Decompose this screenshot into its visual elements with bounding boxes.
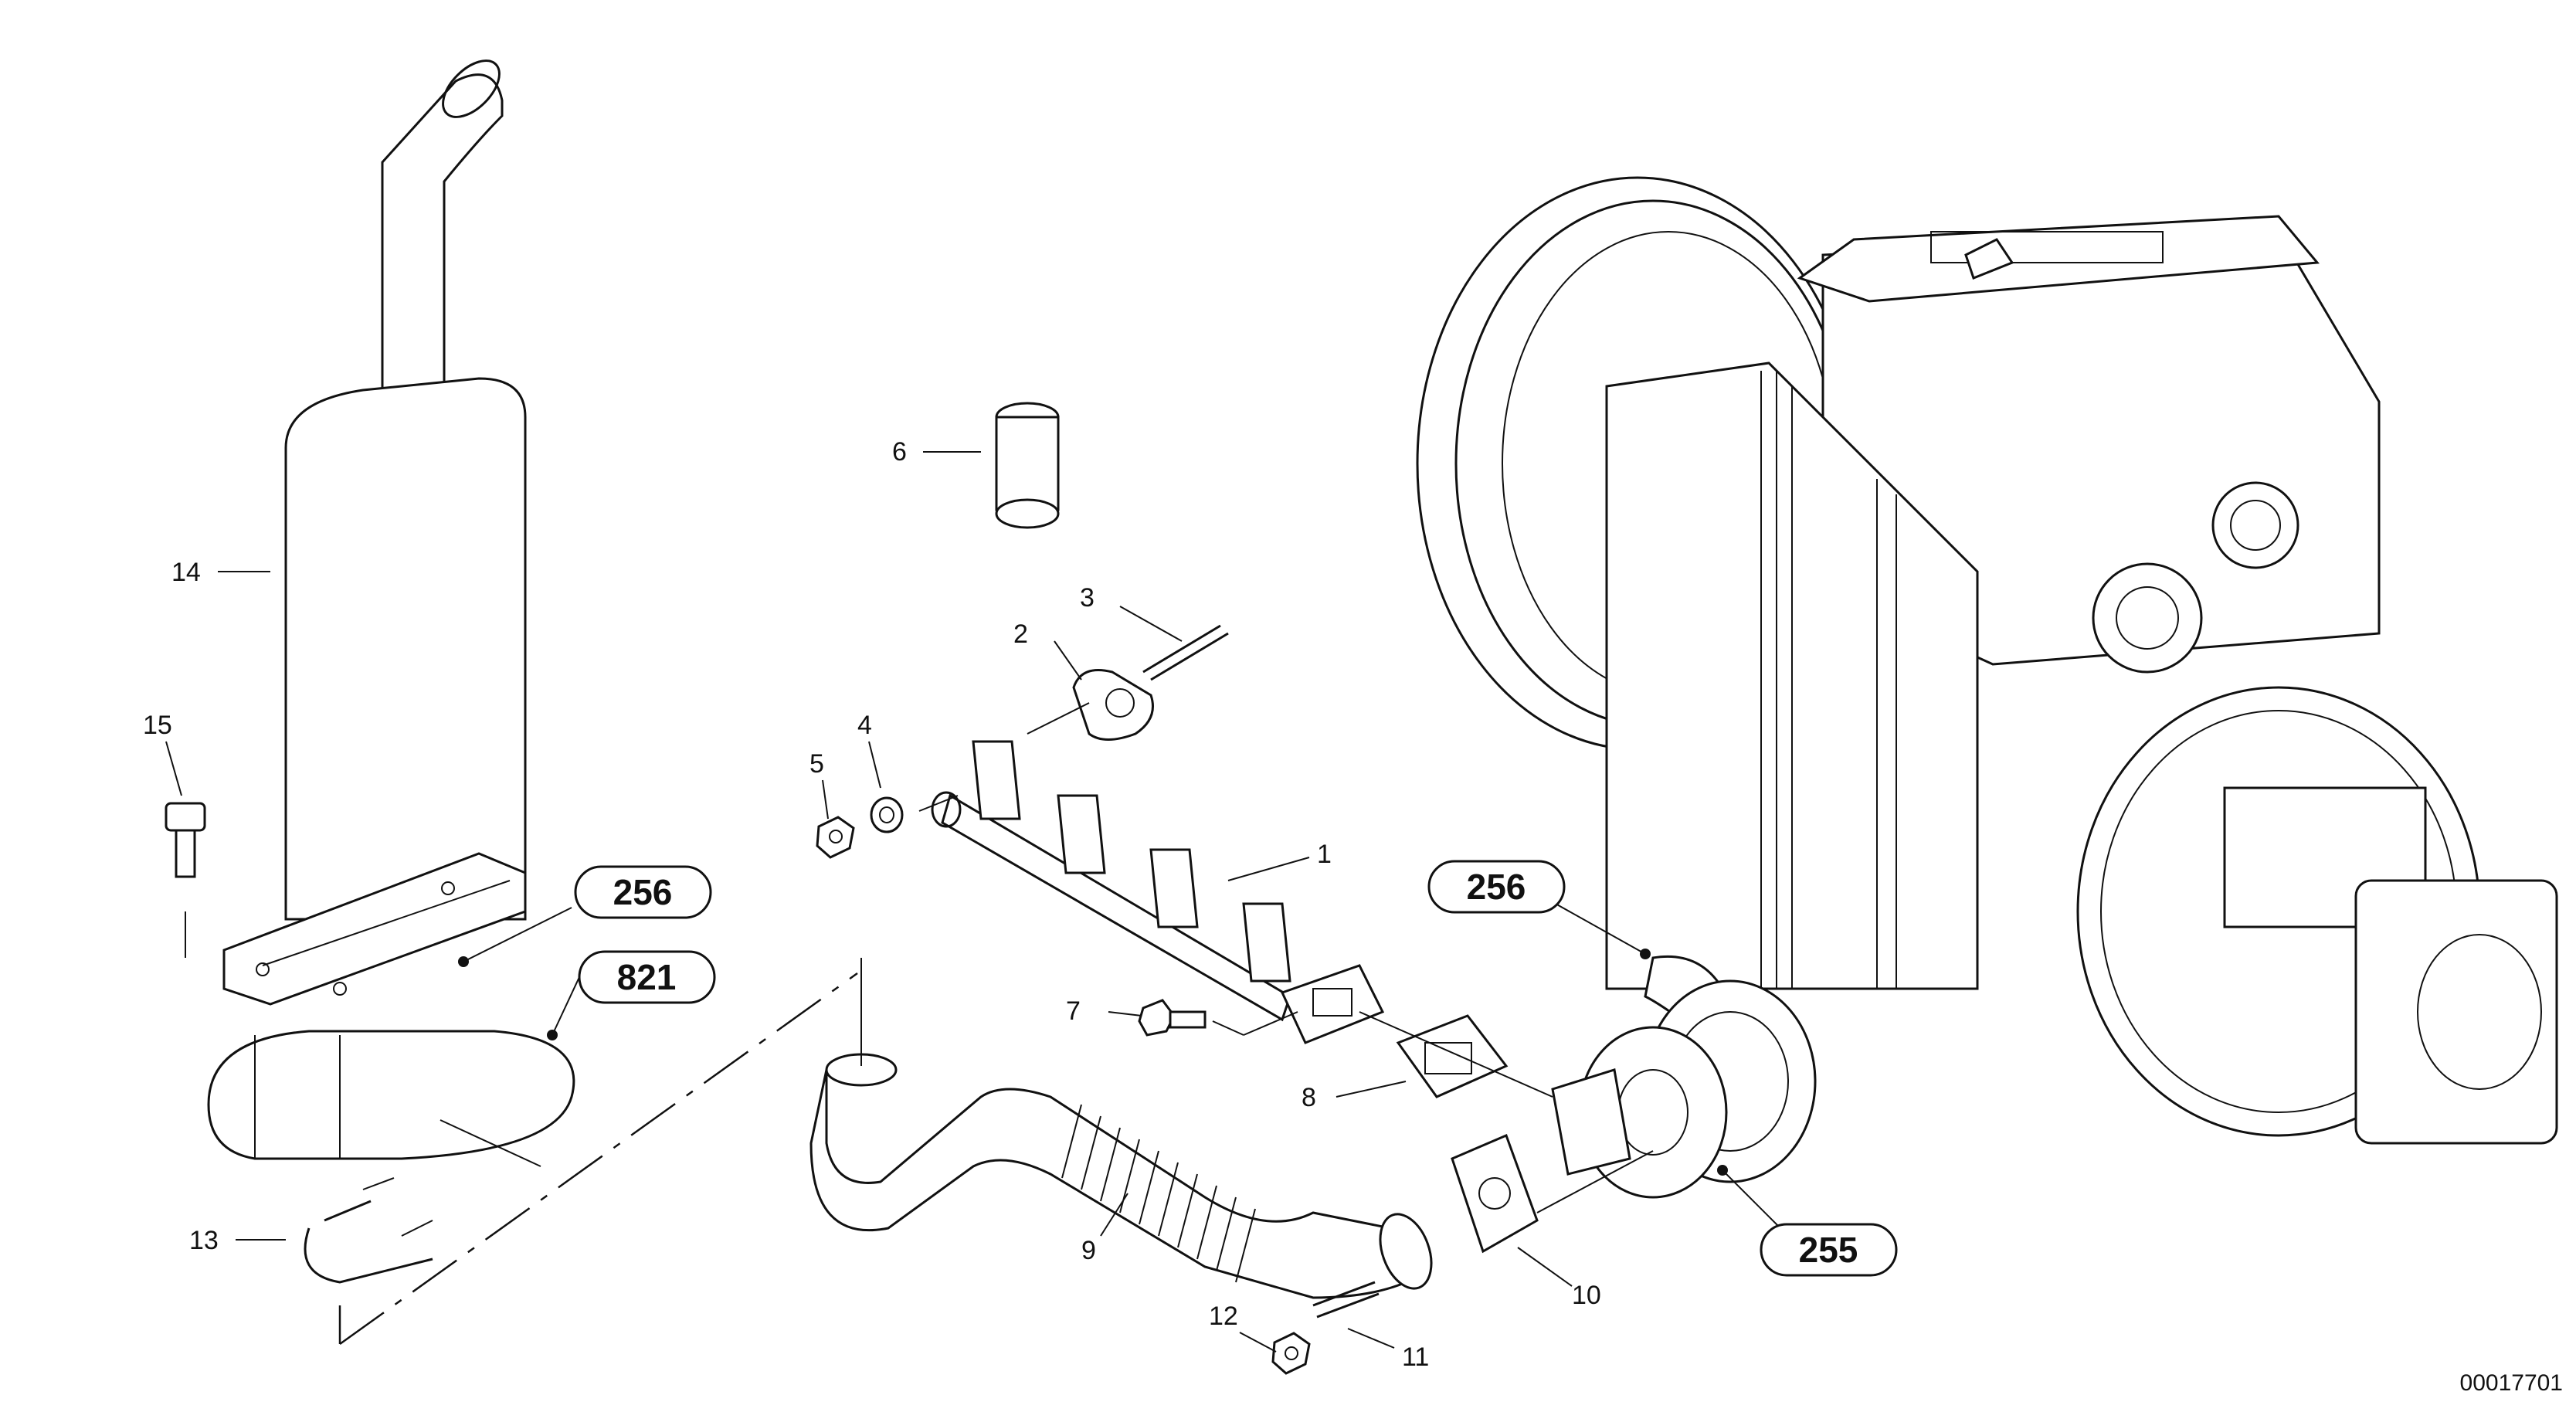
turbocharger bbox=[1551, 955, 1817, 1199]
engine-assembly bbox=[1416, 176, 2558, 1145]
part-label-8: 8 bbox=[1302, 1083, 1316, 1112]
bolt-7 bbox=[1138, 999, 1244, 1037]
part-label-14: 14 bbox=[171, 558, 201, 587]
part-label-1: 1 bbox=[1317, 840, 1332, 869]
svg-text:255: 255 bbox=[1799, 1230, 1858, 1270]
assembly-lines bbox=[338, 702, 1654, 1346]
callout-leaders bbox=[165, 451, 1781, 1353]
muffler-stack bbox=[207, 59, 575, 1160]
drawing-code: 00017701 bbox=[2460, 1370, 2563, 1396]
gasket-2 bbox=[1072, 669, 1154, 741]
part-label-4: 4 bbox=[857, 711, 872, 740]
part-label-7: 7 bbox=[1066, 996, 1081, 1026]
part-label-3: 3 bbox=[1080, 583, 1095, 613]
washer-4 bbox=[870, 796, 904, 833]
part-label-9: 9 bbox=[1081, 1236, 1096, 1265]
part-label-10: 10 bbox=[1572, 1281, 1601, 1310]
gasket-8 bbox=[1396, 1014, 1509, 1098]
part-label-12: 12 bbox=[1209, 1302, 1238, 1331]
flex-pipe-9 bbox=[809, 1053, 1433, 1299]
exhaust-manifold bbox=[931, 740, 1385, 1044]
part-label-6: 6 bbox=[892, 437, 907, 467]
plug-6 bbox=[995, 402, 1060, 529]
part-label-2: 2 bbox=[1013, 619, 1028, 649]
svg-text:821: 821 bbox=[617, 957, 677, 997]
part-labels: 1 2 3 4 5 6 7 8 9 10 11 12 13 14 15 bbox=[143, 437, 1601, 1372]
reference-callout-255[interactable]: 255 bbox=[1760, 1223, 1898, 1277]
part-label-13: 13 bbox=[189, 1226, 219, 1255]
stud-3 bbox=[1142, 624, 1229, 681]
u-bolt-clamp-13 bbox=[304, 1177, 433, 1284]
gasket-10 bbox=[1451, 1133, 1539, 1254]
reference-callout-256-left[interactable]: 256 bbox=[574, 865, 712, 919]
reference-callout-256-right[interactable]: 256 bbox=[1427, 860, 1566, 914]
bolt-15 bbox=[165, 802, 206, 958]
nut-12 bbox=[1271, 1332, 1311, 1375]
part-label-11: 11 bbox=[1402, 1342, 1429, 1372]
svg-text:256: 256 bbox=[613, 872, 673, 912]
reference-callout-821[interactable]: 821 bbox=[578, 950, 716, 1004]
bolt-11 bbox=[1312, 1281, 1380, 1319]
part-label-15: 15 bbox=[143, 711, 172, 740]
part-label-5: 5 bbox=[809, 749, 824, 779]
svg-text:256: 256 bbox=[1467, 867, 1526, 907]
nut-5 bbox=[816, 816, 855, 859]
